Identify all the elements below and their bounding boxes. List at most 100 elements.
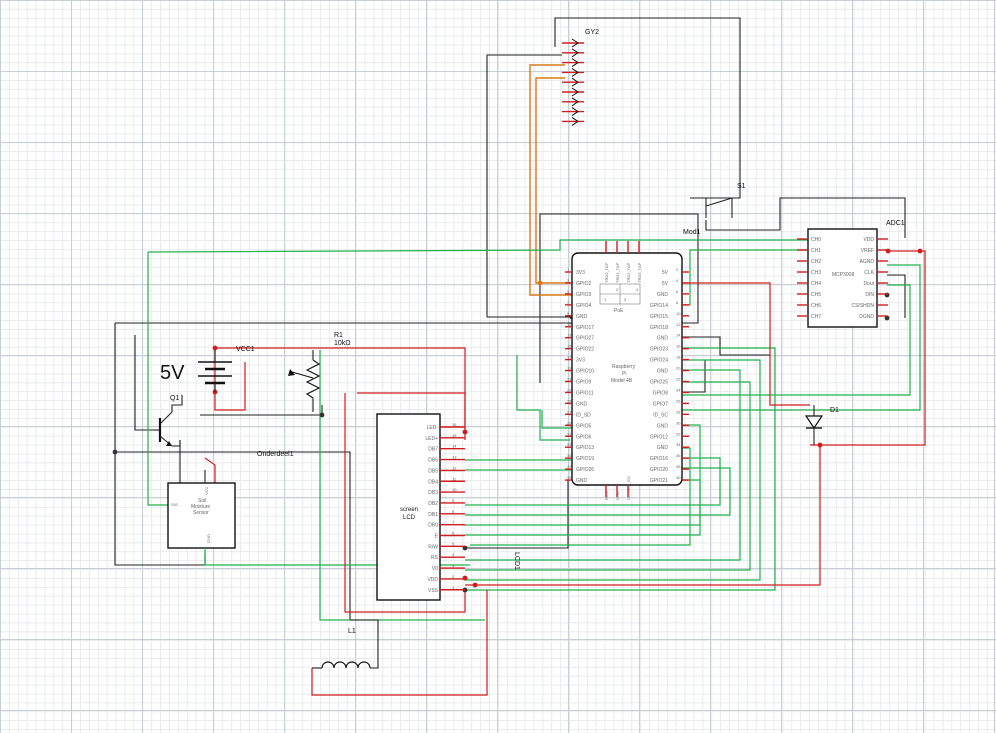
pi-right-pin-number: 10 <box>676 311 681 316</box>
sensor-title-2: Moisture <box>191 504 210 510</box>
wire-green-lcd-1 <box>319 350 485 621</box>
wire-switch-bottom <box>705 197 906 238</box>
gy2-pin-arrow <box>571 38 579 48</box>
pi-right-pin-label: GPIO8 <box>653 390 669 396</box>
potentiometer-r1: R1 10kΩ <box>288 332 351 412</box>
pi-right-pin-label: 5V <box>662 281 669 287</box>
lcd-pin-label: V0 <box>432 566 438 572</box>
wire-green-12 <box>682 284 911 396</box>
pi-left-pin-number: 9 <box>567 311 570 316</box>
lcd-pin-label: DB1 <box>428 512 438 518</box>
pi-left-pin-number: 19 <box>567 366 572 371</box>
adc-chip-label: MCP3008 <box>832 272 854 278</box>
wire-green-9 <box>465 381 751 571</box>
lcd-pin-number: 10 <box>452 487 457 492</box>
sensor-vcc: VCC <box>204 486 209 495</box>
pi-left-pin-number: 27 <box>567 409 572 414</box>
lcd-title-1: screen <box>400 507 418 513</box>
wire-green-5 <box>465 457 721 506</box>
gy2-pin-arrow <box>571 87 579 97</box>
pi-right-pin-number: 26 <box>676 398 681 403</box>
wire-red-5 <box>344 393 466 613</box>
junction-dot <box>319 412 325 418</box>
pi-left-pin-number: 11 <box>567 322 572 327</box>
adc-right-pin-label: Dout <box>863 281 874 287</box>
pi-title-3: Model 4B <box>611 378 633 384</box>
pi-left-pin-number: 1 <box>567 267 570 272</box>
pi-left-pin-label: GND <box>576 478 588 484</box>
lcd-pin-label: DB2 <box>428 501 438 507</box>
adc-right-pin-label: CLK <box>864 270 874 276</box>
lcd-pin-number: 5 <box>452 541 455 546</box>
junction-dot <box>112 449 118 455</box>
lcd1-label: LCD1 <box>513 552 520 570</box>
wire-green-8 <box>465 369 741 561</box>
onderdeel-label: Onderdeel1 <box>257 451 294 458</box>
pi-left-pin-label: GPIO22 <box>576 347 594 353</box>
svg-text:2: 2 <box>616 287 619 292</box>
pi-right-pin-label: GPIO18 <box>650 325 668 331</box>
q1-label: Q1 <box>170 395 179 402</box>
gy2-pin-arrow <box>571 48 579 58</box>
lcd-pin-label: DB0 <box>428 523 438 529</box>
wire-green-ch0-top <box>147 239 808 253</box>
lcd-pin-label: DB5 <box>428 468 438 474</box>
gy2-pin-arrow <box>571 77 579 87</box>
lcd-pin-label: VDD <box>427 577 438 583</box>
junction-dot <box>462 429 468 435</box>
sensor-body <box>167 482 236 549</box>
pi-title-1: Raspberry <box>612 364 636 370</box>
gy2-pin-arrow <box>571 116 579 126</box>
wire-green-14 <box>682 249 808 306</box>
pi-left-pin-label: GPIO6 <box>576 434 592 440</box>
pi-right-pin-number: 20 <box>676 366 681 371</box>
battery-5v: 5V VCC1 <box>160 346 255 392</box>
pi-right-pin-number: 6 <box>676 289 679 294</box>
wire-green-11 <box>465 347 776 591</box>
wire-green-6 <box>465 467 731 516</box>
pi-left-pin-label: GPIO27 <box>576 336 594 342</box>
junction-dot <box>917 248 923 254</box>
pi-right-pin-number: 36 <box>676 453 681 458</box>
wire-green-ch0 <box>147 252 168 506</box>
pi-right-pin-label: GND <box>657 369 669 375</box>
pi-top-pin-label: TRD2_TAP <box>626 263 631 283</box>
adc-right-pin-label: VREF <box>861 248 874 254</box>
inductor-l1: L1 <box>312 619 379 669</box>
lcd-pin-number: 14 <box>452 444 457 449</box>
junction-dot <box>884 315 890 321</box>
lcd-title-2: LCD <box>403 515 416 521</box>
pi-left-pin-number: 13 <box>567 333 572 338</box>
pi-left-pin-label: GPIO10 <box>576 369 594 375</box>
lcd-pin-label: DB7 <box>428 447 438 453</box>
r1-value: 10kΩ <box>334 340 351 347</box>
adc-left-pin-label: CH1 <box>811 248 821 254</box>
pi-right-pin-number: 38 <box>676 464 681 469</box>
pi-left-pin-label: 3V3 <box>576 358 585 364</box>
adc-right-pin-label: DIN <box>865 292 874 298</box>
pi-right-pin-number: 14 <box>676 333 681 338</box>
lcd-pin-label: DB4 <box>428 479 438 485</box>
lcd-body <box>376 413 441 601</box>
gy2-label: GY2 <box>585 29 599 36</box>
lcd-pin-label: R/W <box>428 544 438 550</box>
lcd-pin-number: 3 <box>452 563 455 568</box>
pi-right-pin-number: 34 <box>676 442 681 447</box>
poe-label: PoE <box>614 308 624 314</box>
gy2-connector: GY2 <box>562 29 599 126</box>
wire-gy2-top <box>554 17 741 190</box>
pi-left-pin-label: GPIO2 <box>576 281 592 287</box>
wire-gpio-mid <box>682 336 770 356</box>
pi-right-pin-number: 30 <box>676 420 681 425</box>
transistor-q1: Q1 <box>153 395 183 447</box>
adc-right-pin-label: DGND <box>859 314 874 320</box>
pi-left-pin-number: 29 <box>567 420 572 425</box>
vcc1-label: VCC1 <box>236 346 255 353</box>
pi-left-pin-number: 17 <box>567 355 572 360</box>
lcd-pin-number: 13 <box>452 455 457 460</box>
pi-right-pin-label: 5V <box>662 270 669 276</box>
junction-dot <box>472 582 478 588</box>
wire-green-18 <box>465 424 701 536</box>
pi-top-pin-label: TRD3_TAP <box>637 263 642 283</box>
lcd-pin-number: 7 <box>452 520 455 525</box>
